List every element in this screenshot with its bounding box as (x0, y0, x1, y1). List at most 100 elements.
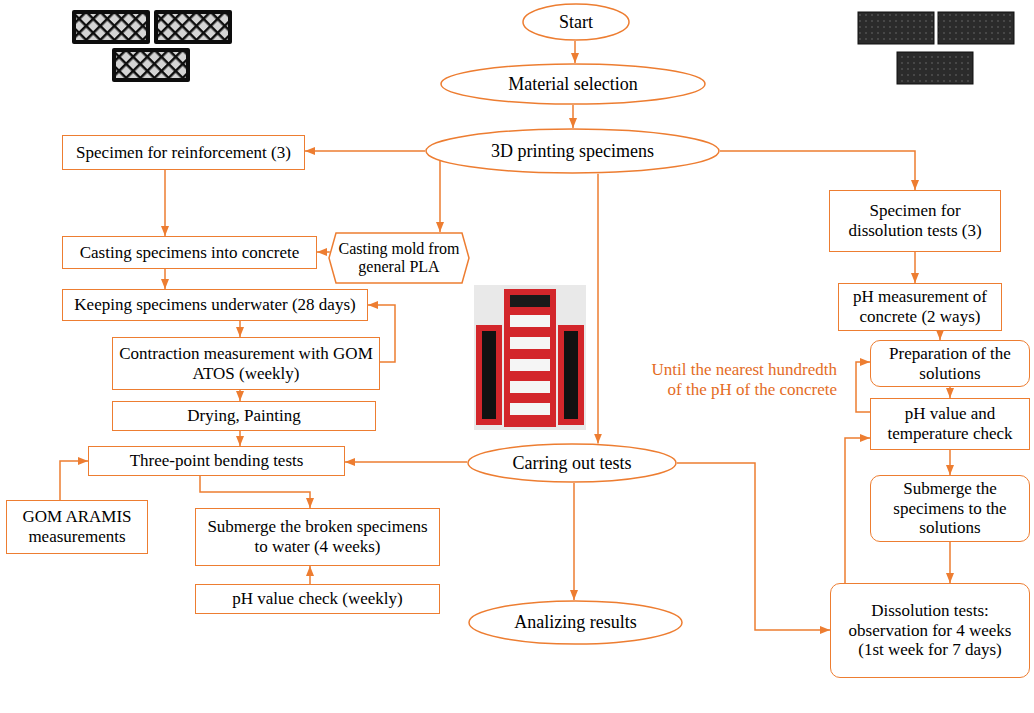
mold-shelf (510, 359, 550, 371)
flow-arrow (573, 483, 575, 600)
node-text: GOM ARAMIS measurements (13, 507, 141, 546)
ellipse-outline (426, 129, 719, 173)
flow-arrow (574, 41, 576, 63)
mold-shelf (510, 381, 550, 393)
node-text: Carring out tests (513, 453, 632, 474)
plate-specimen (938, 12, 1014, 44)
process-box: Contraction measurement with GOM ATOS (w… (112, 337, 380, 390)
process-box: Specimen for dissolution tests (3) (829, 190, 1001, 252)
mold-side-insert (564, 331, 578, 419)
node-text: Casting mold from general PLA (338, 240, 460, 277)
rounded-process-box: Dissolution tests: observation for 4 wee… (830, 583, 1030, 678)
node-text: Drying, Painting (187, 406, 300, 426)
node-text: Submerge the specimens to the solutions (877, 479, 1023, 538)
flow-arrow (60, 461, 88, 500)
flow-arrow (856, 362, 870, 412)
ellipse-outline (523, 4, 629, 40)
flow-arrow (949, 450, 951, 475)
mold-side-frame (476, 325, 502, 425)
lattice-specimen (112, 48, 190, 82)
process-box: Submerge the broken specimens to water (… (195, 508, 440, 566)
flow-arrow (164, 170, 166, 236)
flow-arrow (439, 161, 441, 232)
terminal-ellipse: Material selection (440, 63, 706, 105)
node-text: Three-point bending tests (130, 451, 304, 471)
node-text: pH measurement of concrete (2 ways) (845, 287, 995, 326)
flow-arrow (572, 105, 574, 128)
lattice-specimen (72, 10, 150, 44)
terminal-ellipse: 3D printing specimens (425, 128, 720, 174)
mold-shelf (510, 337, 550, 349)
terminal-ellipse: Analizing results (468, 600, 683, 645)
node-text: Specimen for reinforcement (3) (76, 143, 291, 163)
node-text: Analizing results (514, 612, 636, 633)
mold-shelf (510, 315, 550, 327)
node-text: Material selection (508, 74, 637, 95)
flow-arrow (949, 542, 951, 583)
node-text: Contraction measurement with GOM ATOS (w… (119, 344, 373, 383)
flow-arrow (597, 174, 599, 444)
process-box: Three-point bending tests (88, 446, 345, 476)
terminal-ellipse: Start (522, 3, 630, 41)
rounded-process-box: Preparation of the solutions (870, 340, 1030, 387)
preparation-hexagon: Casting mold from general PLA (328, 232, 470, 284)
flow-arrow (239, 321, 241, 337)
ellipse-outline (468, 444, 676, 482)
node-text: Keeping specimens underwater (28 days) (74, 295, 355, 315)
reinforcement-specimen-photos (72, 10, 232, 82)
mold-frame (504, 289, 556, 427)
node-text: Specimen for dissolution tests (3) (836, 201, 994, 240)
photo-ground (474, 285, 586, 430)
flow-arrow (677, 463, 830, 630)
flow-arrow (720, 151, 915, 190)
flow-arrow (309, 566, 311, 584)
mold-side-insert (482, 331, 496, 419)
hexagon-outline (329, 233, 469, 283)
rounded-process-box: Submerge the specimens to the solutions (870, 475, 1030, 542)
node-text: Casting specimens into concrete (80, 243, 300, 263)
loop-note: Until the nearest hundredth of the pH of… (640, 360, 837, 401)
dissolution-specimen-photos (858, 12, 1014, 84)
node-text: Preparation of the solutions (877, 344, 1023, 383)
mold-shelf (510, 403, 550, 415)
process-box: Keeping specimens underwater (28 days) (62, 289, 368, 321)
plate-specimen (858, 12, 934, 44)
process-box: Specimen for reinforcement (3) (62, 135, 305, 170)
flow-arrow (845, 438, 870, 583)
process-box: Casting specimens into concrete (62, 236, 317, 269)
flow-arrow (239, 431, 241, 446)
node-text: Submerge the broken specimens to water (… (202, 517, 433, 556)
specimen-lattice (116, 52, 186, 78)
flow-arrow (239, 390, 241, 401)
specimen-frame (154, 10, 232, 44)
node-text: pH value check (weekly) (232, 589, 402, 609)
node-text: pH value and temperature check (877, 404, 1023, 443)
node-text: Dissolution tests: observation for 4 wee… (837, 601, 1023, 660)
flow-arrow (345, 461, 467, 463)
mold-side-frame (558, 325, 584, 425)
casting-mold-photo (474, 285, 586, 430)
specimen-frame (72, 10, 150, 44)
process-box: Drying, Painting (112, 401, 376, 431)
specimen-lattice (158, 14, 228, 40)
lattice-specimen (154, 10, 232, 44)
specimen-frame (112, 48, 190, 82)
process-box: pH measurement of concrete (2 ways) (838, 283, 1002, 331)
specimen-lattice (76, 14, 146, 40)
ellipse-outline (469, 601, 682, 644)
flow-arrow (949, 387, 951, 398)
terminal-ellipse: Carring out tests (467, 443, 677, 483)
flow-arrow (305, 150, 425, 152)
flow-arrow (317, 251, 330, 253)
process-box: pH value and temperature check (870, 398, 1030, 450)
flow-arrow (164, 269, 166, 289)
flow-arrow (200, 476, 310, 508)
process-box: pH value check (weekly) (195, 584, 440, 614)
node-text: Start (559, 12, 593, 33)
plate-specimen (897, 52, 973, 84)
flow-arrow (939, 331, 941, 340)
mold-slot (510, 295, 550, 307)
process-box: GOM ARAMIS measurements (6, 500, 148, 554)
ellipse-outline (441, 64, 705, 104)
